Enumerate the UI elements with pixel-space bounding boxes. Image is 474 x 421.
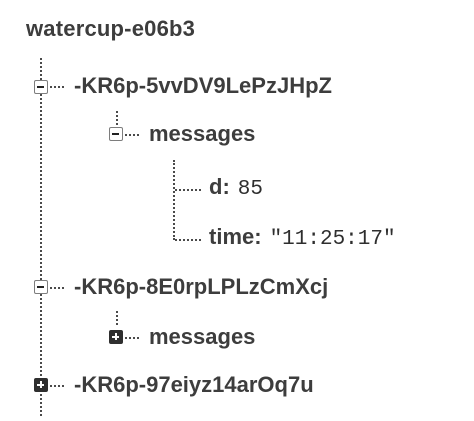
messages-node-label[interactable]: messages bbox=[149, 121, 256, 146]
minus-box-icon[interactable] bbox=[109, 127, 123, 141]
field-value: 85 bbox=[237, 178, 263, 201]
minus-box-icon[interactable] bbox=[34, 80, 48, 94]
node-label[interactable]: -KR6p-8E0rpLPLzCmXcj bbox=[74, 274, 329, 299]
messages-node-label[interactable]: messages bbox=[149, 324, 256, 349]
node-connector bbox=[50, 287, 64, 289]
child-connector bbox=[116, 111, 118, 125]
field-d: d: 85 bbox=[209, 174, 263, 201]
node-connector bbox=[125, 134, 139, 136]
minus-box-icon[interactable] bbox=[34, 280, 48, 294]
node-connector bbox=[125, 337, 139, 339]
leaf-connector bbox=[175, 239, 201, 241]
node-connector bbox=[50, 86, 64, 88]
field-key: d: bbox=[209, 174, 230, 199]
root-node-label[interactable]: watercup-e06b3 bbox=[26, 16, 196, 41]
node-connector bbox=[50, 385, 64, 387]
child-connector bbox=[116, 311, 118, 325]
plus-box-icon[interactable] bbox=[109, 330, 123, 344]
field-value: "11:25:17" bbox=[269, 228, 396, 251]
plus-box-icon[interactable] bbox=[34, 378, 48, 392]
root-connector bbox=[40, 58, 42, 416]
field-key: time: bbox=[209, 224, 262, 249]
node-label[interactable]: -KR6p-97eiyz14arOq7u bbox=[74, 372, 314, 397]
leaf-connector bbox=[175, 189, 201, 191]
node-label[interactable]: -KR6p-5vvDV9LePzJHpZ bbox=[74, 73, 332, 98]
field-time: time: "11:25:17" bbox=[209, 224, 396, 251]
leaf-connector bbox=[173, 160, 175, 240]
